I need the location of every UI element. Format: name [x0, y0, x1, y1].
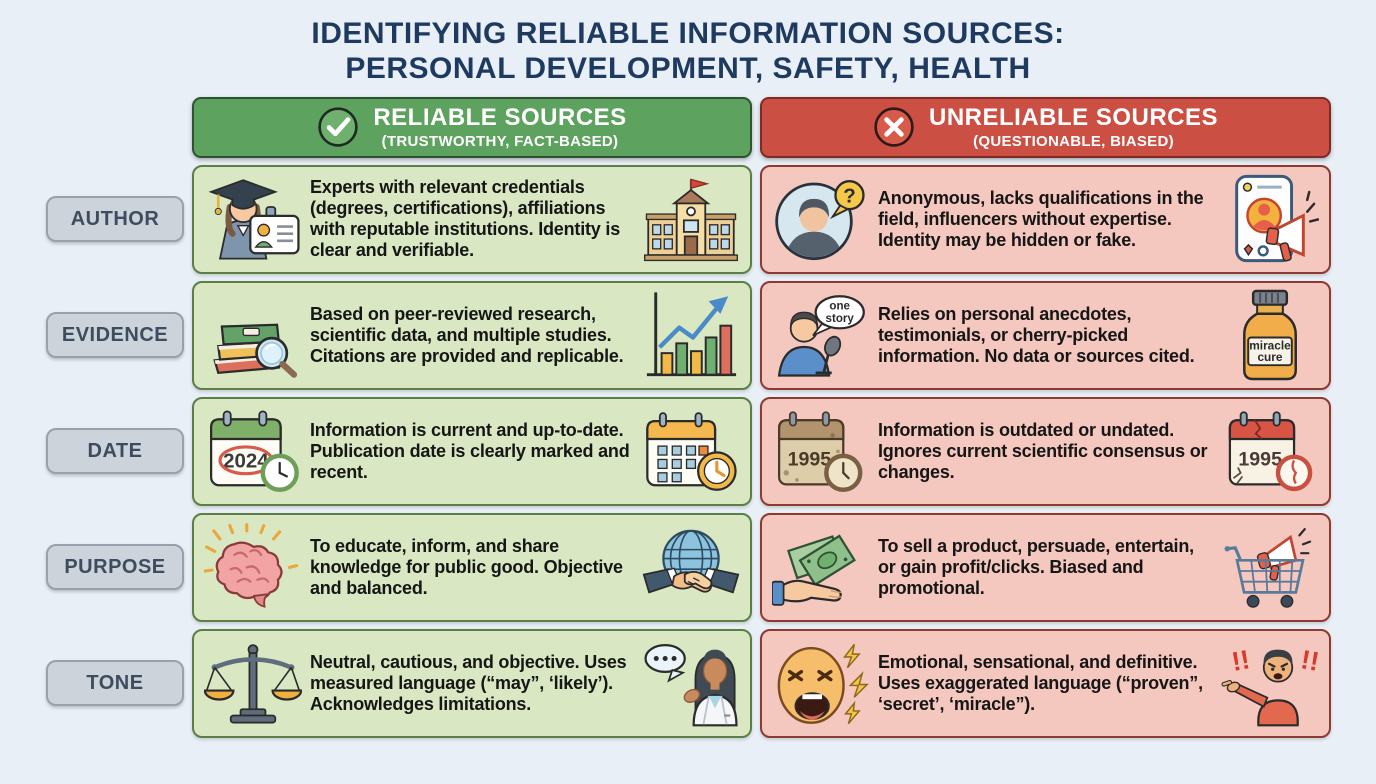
rising-bar-chart-icon [642, 288, 740, 382]
question-mark-text: ? [843, 185, 856, 208]
reliable-header-subtitle: (TRUSTWORTHY, FACT-BASED) [381, 133, 619, 151]
row-label-author: AUTHOR [46, 196, 184, 243]
balance-scale-icon [204, 636, 302, 730]
date-reliable-cell: 2024 Information is current and up-to-da… [192, 396, 752, 506]
date-reliable-text: Information is current and up-to-date. P… [310, 419, 630, 482]
date-unreliable-cell: 1995 Information is outdated or undated.… [760, 396, 1331, 506]
bottle-label-line2: cure [1257, 351, 1282, 365]
evidence-reliable-cell: Based on peer-reviewed research, scienti… [192, 280, 752, 390]
purpose-reliable-cell: To educate, inform, and share knowledge … [192, 512, 752, 622]
tone-unreliable-cell: Emotional, sensational, and definitive. … [760, 628, 1331, 738]
row-label-tone: TONE [46, 660, 184, 707]
title-line-2: PERSONAL DEVELOPMENT, SAFETY, HEALTH [345, 52, 1031, 86]
university-building-icon [642, 172, 740, 266]
page-title: IDENTIFYING RELIABLE INFORMATION SOURCES… [0, 16, 1376, 87]
reliable-column-header: RELIABLE SOURCES (TRUSTWORTHY, FACT-BASE… [192, 96, 752, 158]
purpose-unreliable-cell: To sell a product, persuade, entertain, … [760, 512, 1331, 622]
tone-reliable-cell: Neutral, cautious, and objective. Uses m… [192, 628, 752, 738]
graduate-id-card-icon [204, 172, 302, 266]
reliable-header-title: RELIABLE SOURCES [373, 104, 627, 132]
evidence-unreliable-cell: one story Relies on personal anecdotes, … [760, 280, 1331, 390]
old-calendar-1995-icon: 1995 [772, 404, 870, 498]
bottle-label-line1: miracle [1249, 339, 1291, 353]
evidence-unreliable-text: Relies on personal anecdotes, testimonia… [878, 303, 1195, 366]
books-magnifier-icon [204, 288, 302, 382]
purpose-reliable-text: To educate, inform, and share knowledge … [310, 535, 623, 598]
x-circle-icon [874, 107, 914, 147]
author-unreliable-text: Anonymous, lacks qualifications in the f… [878, 187, 1204, 250]
tone-unreliable-text: Emotional, sensational, and definitive. … [878, 651, 1203, 714]
calendar-clock-icon [642, 404, 740, 498]
anonymous-user-icon: ? [772, 172, 870, 266]
author-unreliable-cell: ? Anonymous, lacks qualifications in the… [760, 164, 1331, 274]
shopping-cart-megaphone-icon [1221, 520, 1319, 614]
row-label-purpose: PURPOSE [46, 544, 184, 591]
miracle-cure-bottle-icon: miracle cure [1221, 288, 1319, 382]
old-calendar-year-text: 1995 [788, 449, 832, 471]
unreliable-header-title: UNRELIABLE SOURCES [928, 104, 1219, 132]
purpose-unreliable-text: To sell a product, persuade, entertain, … [878, 535, 1194, 598]
anecdote-speaker-icon: one story [772, 288, 870, 382]
calendar-2024-text: 2024 [223, 450, 269, 473]
date-unreliable-text: Information is outdated or undated. Igno… [878, 419, 1208, 482]
angry-yelling-face-icon [772, 636, 870, 730]
story-bubble-line1: one [829, 301, 850, 313]
unreliable-header-subtitle: (QUESTIONABLE, BIASED) [973, 133, 1174, 151]
scientist-speech-icon [642, 636, 740, 730]
row-label-evidence: EVIDENCE [46, 312, 184, 359]
calendar-2024-icon: 2024 [204, 404, 302, 498]
handshake-globe-icon [642, 520, 740, 614]
infographic-page: { "title": { "line1": "IDENTIFYING RELIA… [0, 16, 1376, 784]
corner-spacer [46, 97, 184, 158]
evidence-reliable-text: Based on peer-reviewed research, scienti… [310, 303, 624, 366]
check-circle-icon [318, 107, 358, 147]
story-bubble-line2: story [826, 313, 855, 325]
cracked-calendar-1995-icon: 1995 [1221, 404, 1319, 498]
brain-icon [204, 520, 302, 614]
angry-pointing-person-icon: !! !! [1221, 636, 1319, 730]
author-reliable-text: Experts with relevant credentials (degre… [310, 177, 621, 261]
money-hand-icon [772, 520, 870, 614]
social-media-megaphone-icon [1221, 172, 1319, 266]
comparison-table: RELIABLE SOURCES (TRUSTWORTHY, FACT-BASE… [46, 96, 1376, 738]
title-line-1: IDENTIFYING RELIABLE INFORMATION SOURCES… [311, 17, 1065, 50]
unreliable-column-header: UNRELIABLE SOURCES (QUESTIONABLE, BIASED… [760, 96, 1331, 158]
row-label-date: DATE [46, 428, 184, 475]
author-reliable-cell: Experts with relevant credentials (degre… [192, 164, 752, 274]
exclamation-marks-left: !! [1229, 645, 1252, 678]
tone-reliable-text: Neutral, cautious, and objective. Uses m… [310, 651, 627, 714]
cracked-calendar-year-text: 1995 [1238, 449, 1282, 471]
exclamation-marks-right: !! [1299, 645, 1319, 678]
